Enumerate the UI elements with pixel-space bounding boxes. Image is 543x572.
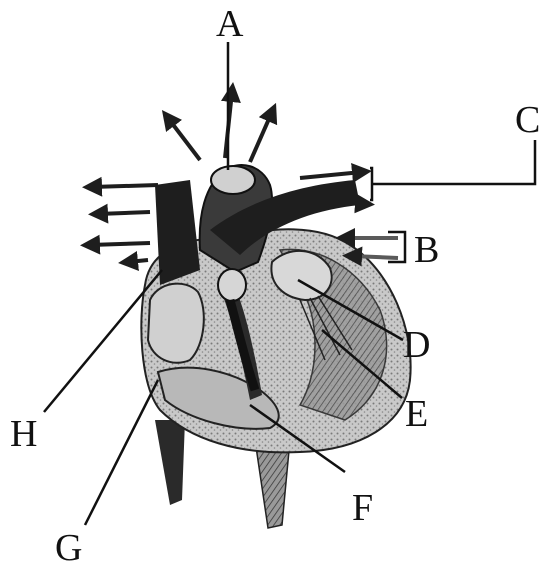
inferior-vena-cava xyxy=(155,420,185,505)
label-b: B xyxy=(414,229,439,271)
label-d: D xyxy=(403,324,430,366)
top-vessel-arrows xyxy=(168,92,272,162)
left-vessel-arrows xyxy=(90,185,158,262)
label-e: E xyxy=(405,393,428,435)
label-g: G xyxy=(55,527,82,569)
bracket-c xyxy=(370,140,535,200)
pulmonary-valve xyxy=(218,269,246,301)
label-h: H xyxy=(10,413,37,455)
superior-vena-cava xyxy=(155,180,200,285)
leader-g xyxy=(85,380,158,525)
label-a: A xyxy=(216,3,244,45)
heart-illustration xyxy=(90,92,411,528)
label-f: F xyxy=(352,487,373,529)
label-c: C xyxy=(515,99,540,141)
right-atrium xyxy=(148,284,204,363)
aorta-opening xyxy=(211,166,255,194)
